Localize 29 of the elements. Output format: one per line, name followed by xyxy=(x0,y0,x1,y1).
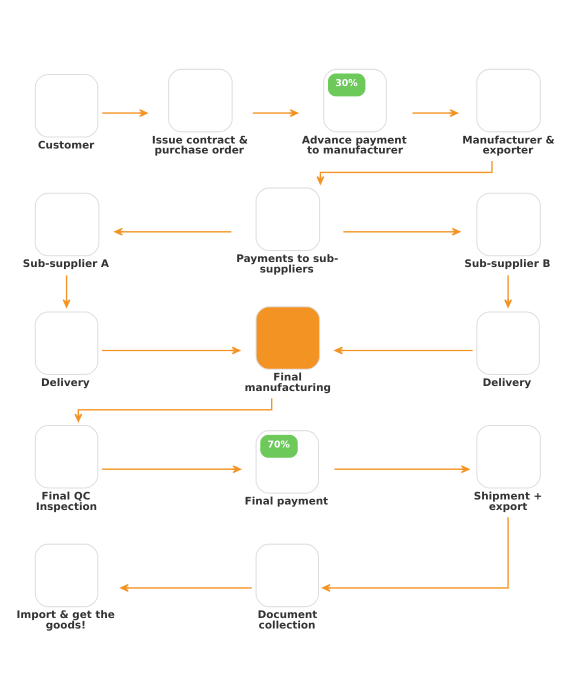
arrow xyxy=(114,227,232,236)
arrow xyxy=(504,274,512,308)
arrow xyxy=(74,398,272,422)
node-label: Shipment + export xyxy=(474,490,542,512)
node-label: Document collection xyxy=(258,608,318,632)
node-label: Final QC Inspection xyxy=(36,490,98,512)
node-label: Issue contract & purchase order xyxy=(152,134,248,156)
arrow xyxy=(102,108,148,117)
arrow xyxy=(62,274,71,308)
arrow xyxy=(102,464,242,473)
arrow xyxy=(120,583,252,592)
node-label: Sub-supplier A xyxy=(22,258,109,270)
node-label: Delivery xyxy=(482,376,532,388)
node-label: Final payment xyxy=(244,495,328,508)
arrow xyxy=(334,346,473,354)
arrow xyxy=(252,108,298,117)
node-label: Delivery xyxy=(41,376,90,388)
node-label: Customer xyxy=(38,138,94,151)
node-label: Manufacturer & exporter xyxy=(462,134,555,156)
node-label: Payments to sub-suppliers xyxy=(236,252,338,275)
arrow xyxy=(412,108,458,117)
arrow xyxy=(343,227,460,236)
node-label: Sub-supplier B xyxy=(464,258,550,270)
arrow xyxy=(102,346,240,354)
node-label: Import & get the goods! xyxy=(16,608,115,632)
node-label: Final manufacturing xyxy=(244,371,331,394)
arrow xyxy=(334,464,470,473)
arrow xyxy=(322,516,509,592)
node-label: Advance payment to manufacturer xyxy=(302,134,407,156)
